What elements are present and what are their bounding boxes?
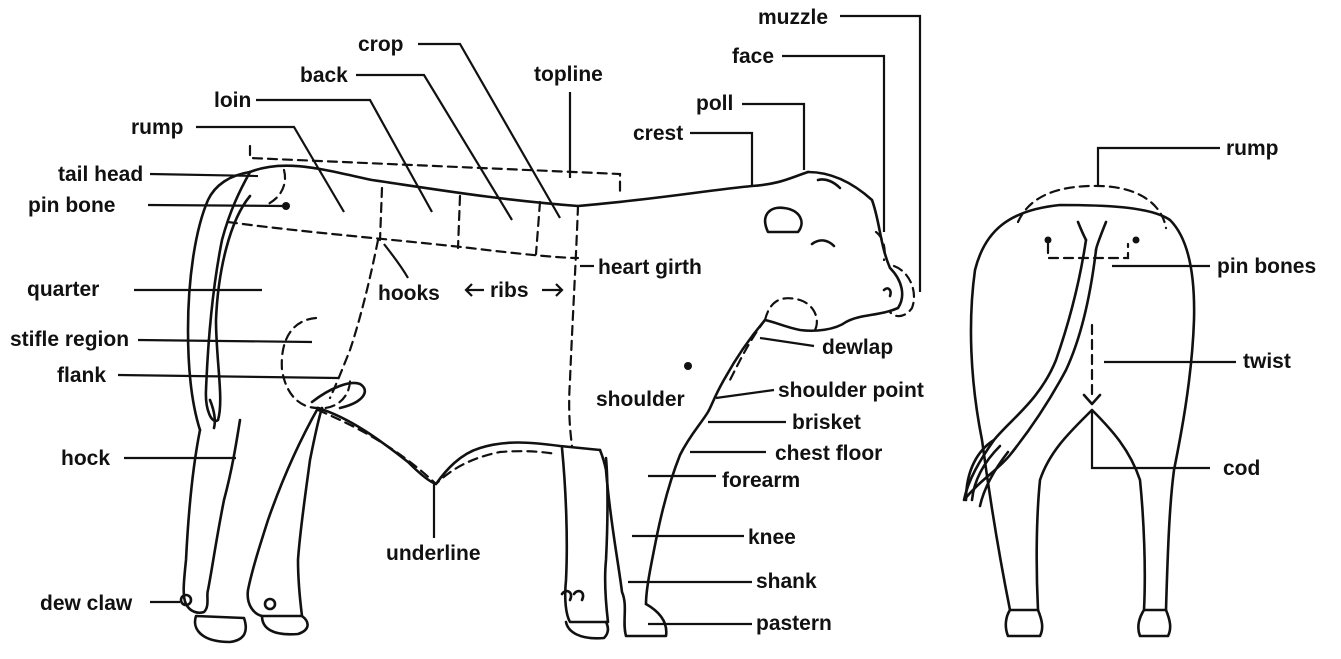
side-back-divider <box>458 196 460 248</box>
leader-muzzle <box>840 16 920 292</box>
leader-shoulder-point <box>716 390 774 398</box>
side-tail <box>206 172 250 421</box>
label-dewlap: dewlap <box>822 336 893 359</box>
side-topline-outline <box>250 166 808 206</box>
rear-pin-dot-left <box>1045 237 1052 244</box>
side-stifle-dash <box>282 318 350 408</box>
label-crest: crest <box>633 122 683 145</box>
label-brisket: brisket <box>792 411 861 434</box>
rear-right-hoof <box>1138 610 1170 636</box>
label-quarter: quarter <box>27 278 99 301</box>
leader-rear-rump <box>1098 148 1220 186</box>
label-loin: loin <box>214 89 251 112</box>
label-muzzle: muzzle <box>758 6 828 29</box>
rear-view-steer <box>964 186 1194 636</box>
side-dewlap-dash <box>765 298 817 330</box>
label-shank: shank <box>756 570 817 593</box>
side-neck-front <box>646 320 765 604</box>
side-horn <box>818 179 840 188</box>
leader-pin-bone <box>148 205 284 206</box>
side-view-labels: muzzle face crop topline back poll loin … <box>10 6 924 635</box>
label-hock: hock <box>61 447 110 470</box>
leader-flank <box>118 375 338 378</box>
label-dew-claw: dew claw <box>40 592 133 615</box>
label-cod: cod <box>1223 457 1260 480</box>
label-stifle-region: stifle region <box>10 328 129 351</box>
side-heart-girth-dash <box>569 206 578 446</box>
ribs-arrow-left <box>466 284 484 296</box>
side-shoulder-front-dash <box>730 320 765 380</box>
leader-back <box>356 75 512 220</box>
rear-legs-inner <box>1037 410 1145 610</box>
leader-dewlap <box>760 338 814 346</box>
label-pin-bones: pin bones <box>1217 255 1316 278</box>
label-tail-head: tail head <box>58 163 143 186</box>
label-knee: knee <box>748 526 796 549</box>
label-rump: rump <box>131 116 184 139</box>
side-near-hind-leg <box>248 408 322 616</box>
side-hind-leg <box>184 420 240 613</box>
side-flank-fold <box>312 383 365 408</box>
side-rump-lower-dash <box>228 222 578 258</box>
label-chest-floor: chest floor <box>775 442 882 465</box>
side-nostril <box>884 288 891 296</box>
side-shoulder-dot <box>684 362 692 370</box>
side-near-front-leg <box>562 448 608 622</box>
side-dew-claw-hind <box>265 599 275 609</box>
label-shoulder: shoulder <box>596 388 685 411</box>
side-front-hoof <box>566 622 608 638</box>
rear-view-labels: rump pin bones twist cod <box>1217 137 1316 480</box>
label-poll: poll <box>696 92 733 115</box>
rear-pin-dash <box>1048 244 1128 258</box>
label-underline: underline <box>386 542 481 565</box>
side-tailhead-dash <box>268 170 285 204</box>
label-back: back <box>300 64 348 87</box>
side-near-hind-hoof <box>262 616 308 634</box>
label-heart-girth: heart girth <box>598 256 702 279</box>
ribs-arrow-right <box>542 284 562 296</box>
side-face-dash <box>876 232 885 260</box>
label-twist: twist <box>1243 350 1291 373</box>
side-loin-divider <box>380 188 382 240</box>
label-topline: topline <box>534 63 603 86</box>
side-eye <box>812 240 834 246</box>
side-underline-dash <box>318 410 556 484</box>
side-ear <box>765 208 801 232</box>
side-belly <box>318 408 600 484</box>
side-crop-divider <box>536 202 540 254</box>
side-pin-to-rump-dashes <box>250 146 620 192</box>
label-flank: flank <box>57 364 106 387</box>
leader-face <box>782 56 884 232</box>
label-crop: crop <box>358 33 404 56</box>
leader-crest <box>690 133 752 185</box>
label-ribs: ribs <box>490 279 529 302</box>
label-forearm: forearm <box>722 469 800 492</box>
leader-loin <box>256 100 432 212</box>
side-hind-hoof <box>195 616 246 642</box>
leader-cod <box>1092 410 1210 468</box>
label-pastern: pastern <box>756 612 832 635</box>
label-face: face <box>732 45 774 68</box>
label-shoulder-point: shoulder point <box>778 379 924 402</box>
side-hooks-dash <box>330 240 378 398</box>
rear-cod-arrow <box>1084 395 1100 404</box>
label-rear-rump: rump <box>1226 137 1279 160</box>
rear-tail-root <box>1078 222 1106 250</box>
rear-left-hoof <box>1006 610 1042 636</box>
label-pin-bone: pin bone <box>28 194 116 217</box>
side-head-outline <box>765 172 902 331</box>
side-hock-crease <box>210 400 215 428</box>
rear-pin-dot-right <box>1133 237 1140 244</box>
label-hooks: hooks <box>378 282 440 305</box>
leader-hooks <box>384 244 408 278</box>
